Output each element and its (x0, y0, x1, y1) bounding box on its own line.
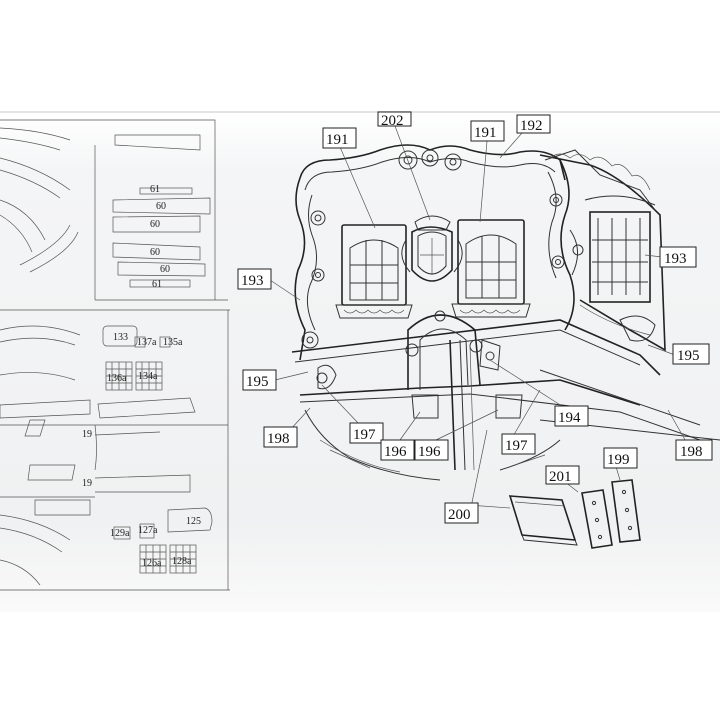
part-label-127a: 127a (138, 525, 158, 536)
stern-drawing: 191 202 191 192 193 193 195 195 (237, 111, 720, 549)
callout-193-right: 193 (659, 246, 697, 268)
callout-202: 202 (377, 111, 412, 129)
leader-lines (269, 125, 689, 513)
part-label-60: 60 (156, 201, 166, 212)
part-127a (139, 523, 155, 539)
part-200 (508, 495, 578, 546)
svg-text:198: 198 (680, 444, 703, 460)
callout-197-right: 197 (501, 433, 536, 455)
part-60-b (112, 215, 201, 233)
svg-text:193: 193 (241, 273, 264, 289)
part-label-126a: 126a (142, 558, 162, 569)
part-label-134a: 134a (138, 371, 158, 382)
svg-text:200: 200 (448, 507, 471, 523)
svg-text:196: 196 (384, 444, 407, 460)
coat-of-arms (401, 215, 463, 282)
part-128a-grid (169, 544, 197, 574)
callout-193-left: 193 (237, 268, 272, 290)
parts-panel: 61 60 60 60 60 61 133 137a 135a 136a 134… (0, 119, 230, 591)
part-label-19: 19 (82, 429, 92, 440)
callout-197-left: 197 (349, 422, 384, 444)
part-125 (167, 507, 213, 533)
window-right (451, 219, 531, 318)
part-label-136a: 136a (107, 373, 127, 384)
lower-stern (291, 310, 720, 481)
svg-text:197: 197 (505, 438, 528, 454)
part-129a (113, 526, 131, 540)
svg-text:202: 202 (381, 113, 404, 129)
svg-text:192: 192 (520, 118, 543, 134)
part-label-137a: 137a (137, 337, 157, 348)
part-label-135a: 135a (163, 337, 183, 348)
part-label-60: 60 (150, 247, 160, 258)
callout-195-right: 195 (672, 343, 710, 365)
callout-191-left: 191 (322, 127, 357, 149)
callout-192: 192 (516, 114, 551, 134)
callout-200: 200 (444, 502, 479, 524)
svg-text:193: 193 (664, 251, 687, 267)
part-label-125: 125 (186, 516, 201, 527)
svg-text:195: 195 (677, 348, 700, 364)
part-label-60: 60 (160, 264, 170, 275)
svg-text:196: 196 (418, 444, 441, 460)
part-label-133: 133 (113, 332, 128, 343)
part-label-129a: 129a (110, 528, 130, 539)
part-136a-grid (105, 361, 133, 391)
svg-text:198: 198 (267, 431, 290, 447)
svg-text:191: 191 (326, 132, 349, 148)
svg-text:199: 199 (607, 452, 630, 468)
svg-text:194: 194 (558, 410, 581, 426)
part-61-bottom (129, 279, 191, 288)
part-label-61: 61 (152, 279, 162, 290)
callout-196-left: 196 (380, 439, 415, 461)
svg-text:197: 197 (353, 427, 376, 443)
svg-text:191: 191 (474, 125, 497, 141)
callout-195-left: 195 (242, 369, 277, 391)
callout-198-right: 198 (675, 439, 713, 461)
callout-199: 199 (603, 447, 638, 469)
part-label-60: 60 (150, 219, 160, 230)
quarter-gallery (539, 149, 666, 352)
part-label-19: 19 (82, 478, 92, 489)
part-61-top (139, 187, 193, 195)
callout-198-left: 198 (263, 426, 298, 448)
part-126a-grid (139, 544, 167, 574)
callout-196-right: 196 (414, 439, 449, 461)
part-label-128a: 128a (172, 556, 192, 567)
svg-text:195: 195 (246, 374, 269, 390)
part-label-61: 61 (150, 184, 160, 195)
part-60-d (117, 261, 206, 277)
callout-201: 201 (545, 465, 580, 485)
part-60-c (112, 242, 201, 261)
part-199 (581, 479, 641, 549)
part-133 (102, 325, 138, 347)
svg-text:201: 201 (549, 469, 572, 485)
part-134a-grid (135, 361, 163, 391)
callout-191-right: 191 (470, 120, 505, 142)
part-60-a (112, 197, 211, 215)
callout-194: 194 (554, 405, 589, 427)
